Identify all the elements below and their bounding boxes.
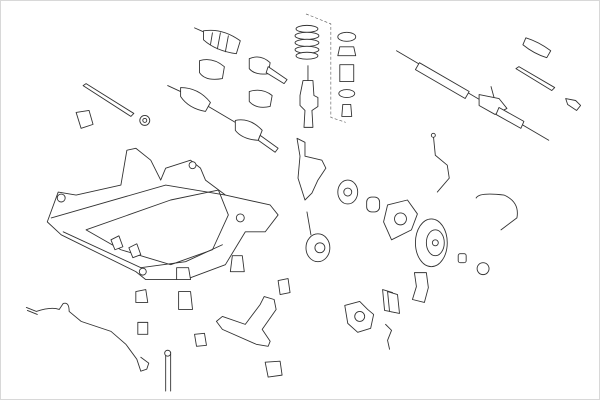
stabilizer-link xyxy=(164,349,172,392)
brake-pads xyxy=(382,289,400,314)
stabilizer-bar xyxy=(25,302,150,372)
wheel-hub-with-sensor xyxy=(305,211,331,263)
steering-rack xyxy=(396,50,550,141)
outer-tie-rod xyxy=(515,66,556,91)
lower-control-arm xyxy=(215,296,277,347)
brake-hose xyxy=(475,193,518,231)
steering-rack-boot xyxy=(522,37,552,59)
shock-absorber xyxy=(299,65,319,128)
bump-stop xyxy=(176,255,245,310)
front-subframe xyxy=(46,147,279,281)
caliper-carrier xyxy=(411,272,429,303)
wheel-bearing xyxy=(366,196,381,213)
brake-disc xyxy=(414,218,448,268)
ball-joint xyxy=(264,360,283,378)
cv-boot-small xyxy=(199,59,273,108)
mount-bushing xyxy=(75,110,151,129)
tie-rod-end xyxy=(565,98,582,111)
hub-nut xyxy=(457,253,467,264)
strut-mount-set xyxy=(337,31,357,117)
abs-sensor xyxy=(430,132,450,193)
brake-dust-shield xyxy=(383,199,418,241)
dust-cap xyxy=(476,262,490,276)
steering-knuckle xyxy=(296,137,327,201)
brake-caliper xyxy=(344,301,375,333)
coil-spring xyxy=(294,24,320,60)
control-arm-bushing xyxy=(135,278,291,347)
inner-cv-joint xyxy=(248,56,288,85)
inner-tie-rod xyxy=(82,83,135,117)
outer-cv-joint-boot xyxy=(194,27,241,55)
drive-shaft xyxy=(167,85,279,153)
wheel-hub xyxy=(337,179,359,205)
retaining-spring xyxy=(385,323,393,350)
